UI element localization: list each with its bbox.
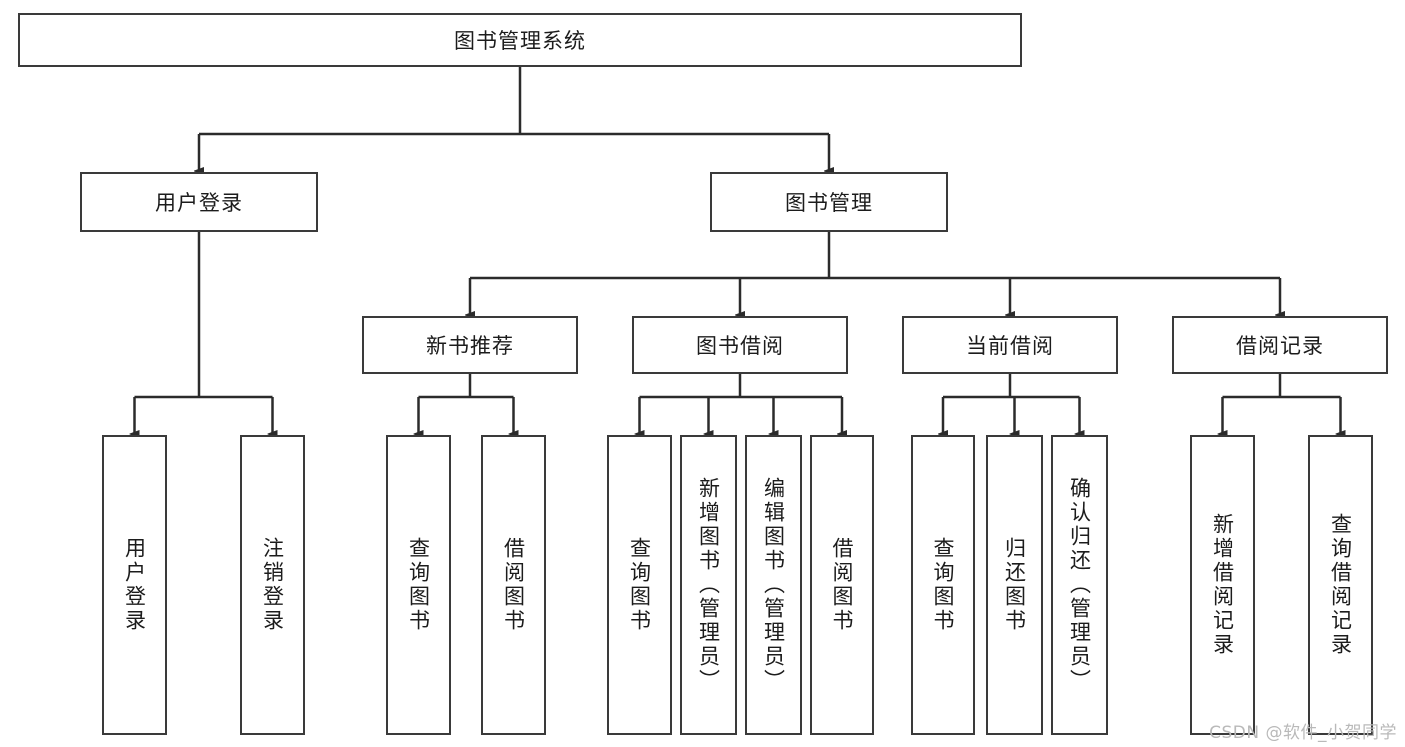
node-label: 查询图书	[406, 537, 431, 633]
node-l_borrow2[interactable]: 借阅图书	[810, 435, 874, 735]
node-label: 新增借阅记录	[1210, 513, 1235, 657]
node-l_logout[interactable]: 注销登录	[240, 435, 305, 735]
node-label: 查询图书	[627, 537, 652, 633]
node-label: 归还图书	[1002, 537, 1027, 633]
node-current[interactable]: 当前借阅	[902, 316, 1118, 374]
node-root[interactable]: 图书管理系统	[18, 13, 1022, 67]
node-l_borrow1[interactable]: 借阅图书	[481, 435, 546, 735]
node-l_queryrec[interactable]: 查询借阅记录	[1308, 435, 1373, 735]
node-l_return[interactable]: 归还图书	[986, 435, 1043, 735]
node-login[interactable]: 用户登录	[80, 172, 318, 232]
node-l_query3[interactable]: 查询图书	[911, 435, 975, 735]
node-l_login[interactable]: 用户登录	[102, 435, 167, 735]
node-label: 图书借阅	[696, 334, 784, 358]
node-label: 编辑图书（管理员）	[761, 477, 786, 693]
node-label: 确认归还（管理员）	[1067, 477, 1092, 693]
node-label: 借阅记录	[1236, 334, 1324, 358]
node-bookmgmt[interactable]: 图书管理	[710, 172, 948, 232]
node-l_addrec[interactable]: 新增借阅记录	[1190, 435, 1255, 735]
node-label: 借阅图书	[501, 537, 526, 633]
node-label: 当前借阅	[966, 334, 1054, 358]
node-l_add[interactable]: 新增图书（管理员）	[680, 435, 737, 735]
node-label: 新增图书（管理员）	[696, 477, 721, 693]
node-label: 图书管理	[785, 191, 873, 215]
node-records[interactable]: 借阅记录	[1172, 316, 1388, 374]
node-borrow[interactable]: 图书借阅	[632, 316, 848, 374]
node-l_query2[interactable]: 查询图书	[607, 435, 672, 735]
node-l_confirm[interactable]: 确认归还（管理员）	[1051, 435, 1108, 735]
node-label: 查询借阅记录	[1328, 513, 1353, 657]
node-label: 注销登录	[260, 537, 285, 633]
node-label: 用户登录	[155, 191, 243, 215]
node-label: 图书管理系统	[454, 29, 586, 53]
node-l_edit[interactable]: 编辑图书（管理员）	[745, 435, 802, 735]
node-l_query1[interactable]: 查询图书	[386, 435, 451, 735]
node-label: 借阅图书	[830, 537, 855, 633]
node-label: 新书推荐	[426, 334, 514, 358]
node-newbook[interactable]: 新书推荐	[362, 316, 578, 374]
node-label: 用户登录	[122, 537, 147, 633]
node-label: 查询图书	[931, 537, 956, 633]
